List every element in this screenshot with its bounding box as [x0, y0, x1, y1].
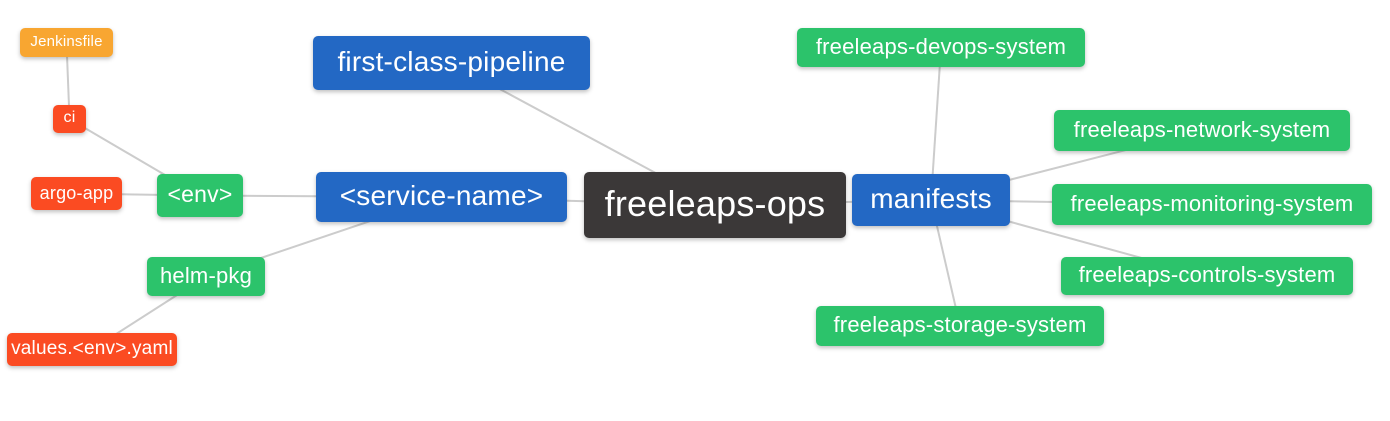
- node-label: values.<env>.yaml: [11, 338, 173, 359]
- node-freeleaps-monitoring-system[interactable]: freeleaps-monitoring-system: [1052, 184, 1372, 225]
- node-manifests[interactable]: manifests: [852, 174, 1010, 226]
- node-label: freeleaps-controls-system: [1078, 262, 1336, 287]
- node-freeleaps-storage-system[interactable]: freeleaps-storage-system: [816, 306, 1104, 346]
- node-env[interactable]: <env>: [157, 174, 243, 217]
- node-freeleaps-controls-system[interactable]: freeleaps-controls-system: [1061, 257, 1353, 295]
- node-label: <service-name>: [339, 180, 544, 211]
- node-label: Jenkinsfile: [30, 33, 103, 50]
- node-label: freeleaps-storage-system: [833, 312, 1087, 337]
- node-label: freeleaps-devops-system: [815, 33, 1067, 59]
- node-service-name[interactable]: <service-name>: [316, 172, 567, 222]
- node-ci[interactable]: ci: [53, 105, 86, 133]
- node-label: freeleaps-network-system: [1073, 116, 1331, 142]
- node-label: ci: [63, 109, 76, 126]
- node-values-env-yaml[interactable]: values.<env>.yaml: [7, 333, 177, 366]
- node-freeleaps-devops-system[interactable]: freeleaps-devops-system: [797, 28, 1085, 67]
- node-label: <env>: [167, 181, 233, 207]
- node-label: freeleaps-ops: [604, 183, 826, 224]
- node-label: freeleaps-monitoring-system: [1070, 190, 1354, 216]
- node-jenkinsfile[interactable]: Jenkinsfile: [20, 28, 113, 57]
- node-freeleaps-ops[interactable]: freeleaps-ops: [584, 172, 846, 238]
- node-label: argo-app: [39, 182, 114, 203]
- node-freeleaps-network-system[interactable]: freeleaps-network-system: [1054, 110, 1350, 151]
- node-argo-app[interactable]: argo-app: [31, 177, 122, 210]
- node-label: first-class-pipeline: [337, 46, 566, 77]
- node-first-class-pipeline[interactable]: first-class-pipeline: [313, 36, 590, 90]
- node-helm-pkg[interactable]: helm-pkg: [147, 257, 265, 296]
- node-label: helm-pkg: [159, 262, 253, 288]
- node-label: manifests: [870, 183, 992, 214]
